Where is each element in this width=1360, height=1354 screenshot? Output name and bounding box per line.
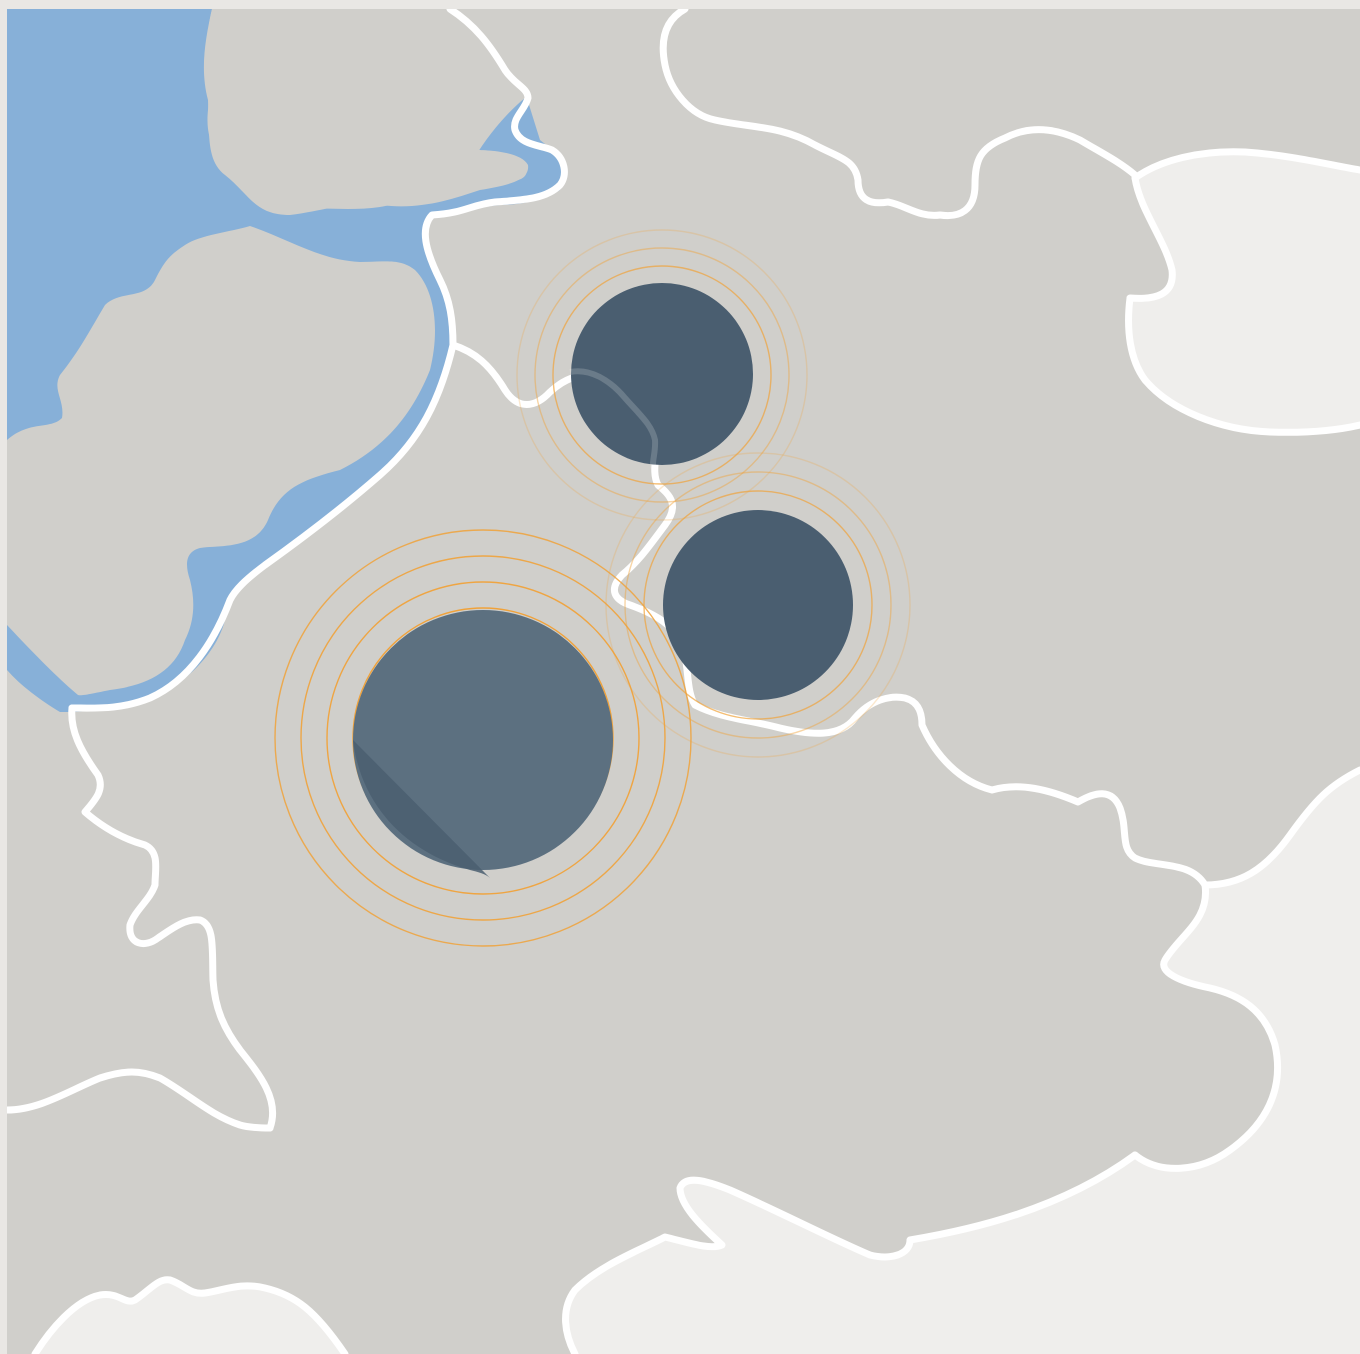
pulse-ring bbox=[274, 529, 692, 947]
pulse-ring bbox=[326, 581, 640, 895]
pulse-ring bbox=[624, 471, 892, 739]
border-east-upper bbox=[1131, 148, 1360, 182]
border-south-west-coast bbox=[3, 1068, 274, 1132]
pulse-ring bbox=[516, 229, 808, 521]
border-through-marker bbox=[569, 368, 659, 473]
marker-top[interactable] bbox=[516, 229, 808, 521]
left-frame bbox=[0, 0, 7, 1354]
border-east-lower bbox=[1131, 766, 1360, 1172]
border-south-west-island bbox=[31, 1276, 349, 1354]
pulse-ring bbox=[605, 452, 911, 758]
marker-shadow bbox=[353, 740, 490, 878]
top-frame bbox=[0, 0, 1360, 9]
pulse-ring bbox=[534, 247, 790, 503]
border-north-east bbox=[659, 5, 1139, 220]
pulse-ring bbox=[552, 265, 772, 485]
pulse-ring bbox=[643, 490, 873, 720]
marker-disc bbox=[571, 283, 753, 465]
west-peninsula bbox=[7, 226, 435, 696]
border-north-river bbox=[421, 5, 568, 349]
border-west-coast bbox=[68, 341, 457, 712]
marker-disc bbox=[353, 610, 613, 870]
border-east-upper-loop bbox=[1125, 174, 1360, 436]
marker-disc bbox=[663, 510, 853, 700]
north-land bbox=[206, 9, 528, 214]
region-east-upper bbox=[1128, 151, 1360, 433]
pulse-ring bbox=[300, 555, 666, 921]
border-south bbox=[562, 1151, 1139, 1354]
border-west-south bbox=[68, 704, 277, 1132]
marker-right[interactable] bbox=[605, 452, 911, 758]
marker-large[interactable] bbox=[274, 529, 692, 947]
